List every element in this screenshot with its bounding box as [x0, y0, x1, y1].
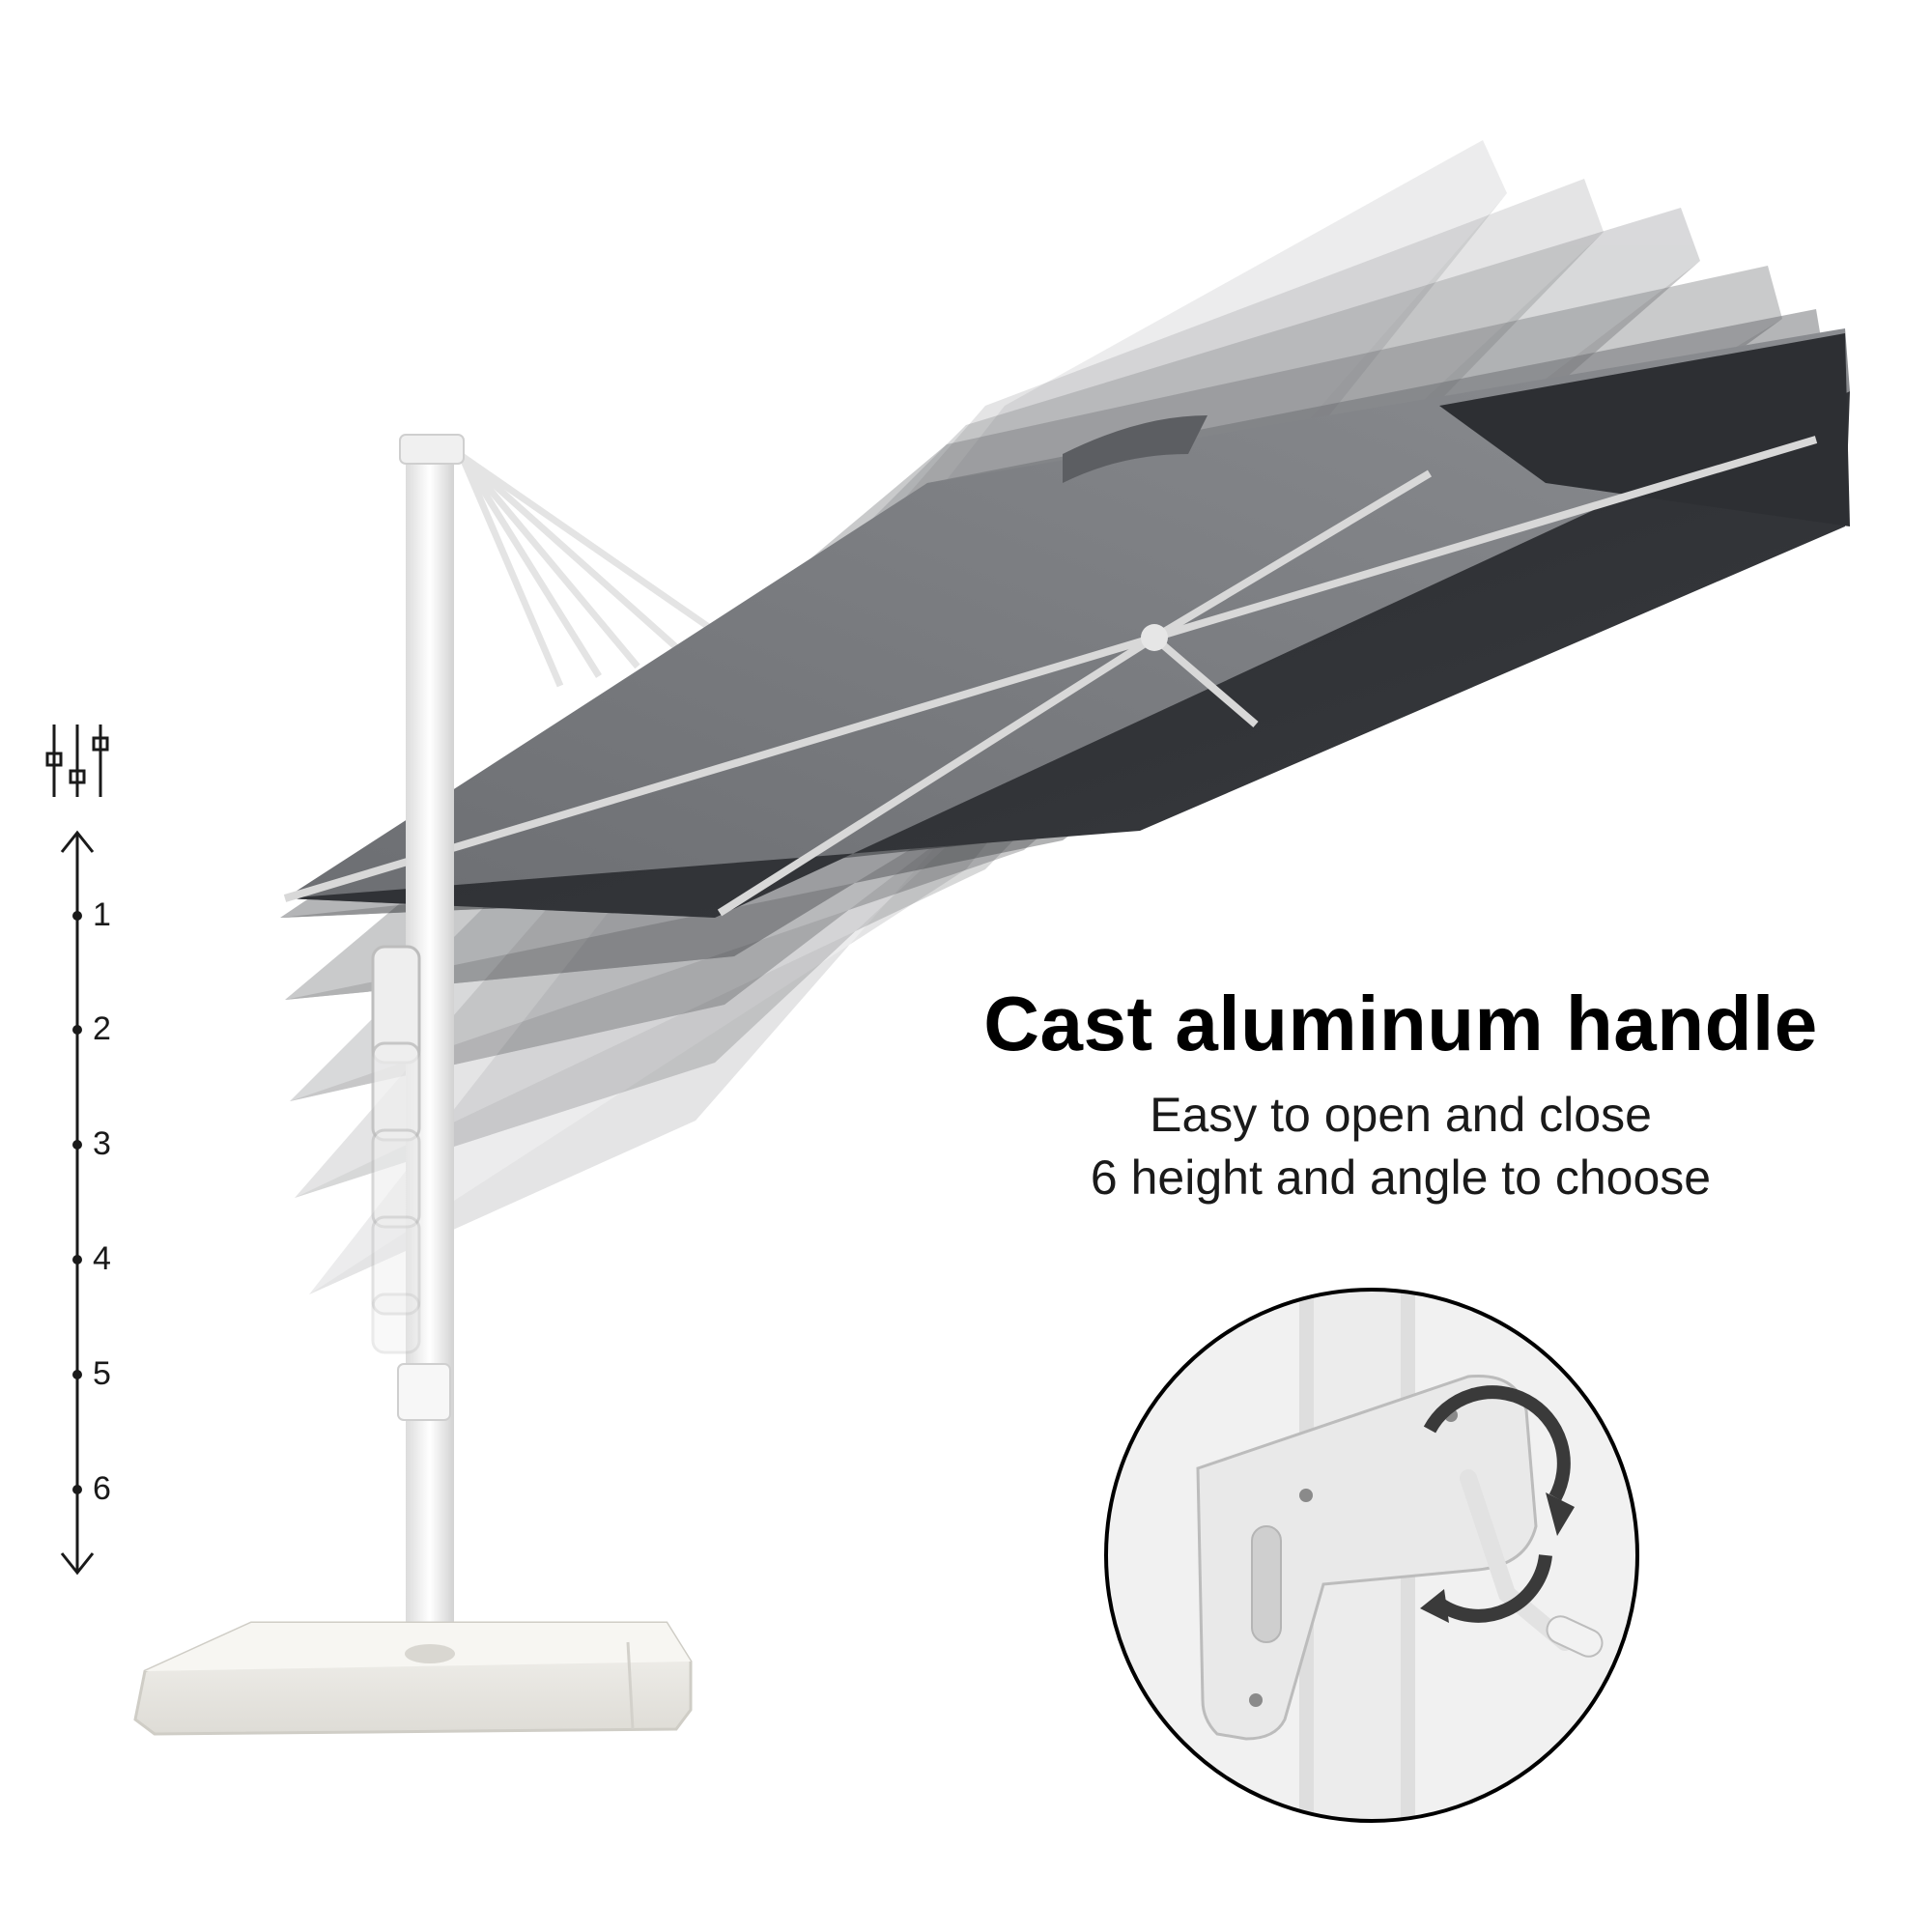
arrow-up-icon [60, 830, 95, 853]
height-level-1: 1 [93, 896, 111, 933]
height-level-5: 5 [93, 1355, 111, 1392]
scale-dots [72, 911, 82, 1494]
height-scale [60, 830, 95, 1576]
handle-positions [371, 945, 421, 1354]
canopy-vent [1063, 415, 1208, 483]
canopy-hub [1141, 624, 1168, 651]
height-level-4: 4 [93, 1240, 111, 1277]
handle-detail-circle [1104, 1288, 1639, 1823]
support-cables [458, 453, 712, 688]
feature-headline: Cast aluminum handle Easy to open and cl… [889, 985, 1913, 1209]
sliders-icon [45, 724, 109, 797]
height-level-3: 3 [93, 1125, 111, 1162]
height-level-6: 6 [93, 1470, 111, 1507]
feature-line-2: 6 height and angle to choose [1090, 1151, 1712, 1205]
feature-line-1: Easy to open and close [1150, 1088, 1652, 1142]
height-level-2: 2 [93, 1010, 111, 1047]
rotate-icon [1420, 1385, 1575, 1623]
umbrella-base [133, 1621, 693, 1736]
arrow-down-icon [60, 1552, 95, 1576]
main-canopy [283, 328, 1850, 918]
feature-title: Cast aluminum handle [983, 980, 1818, 1066]
